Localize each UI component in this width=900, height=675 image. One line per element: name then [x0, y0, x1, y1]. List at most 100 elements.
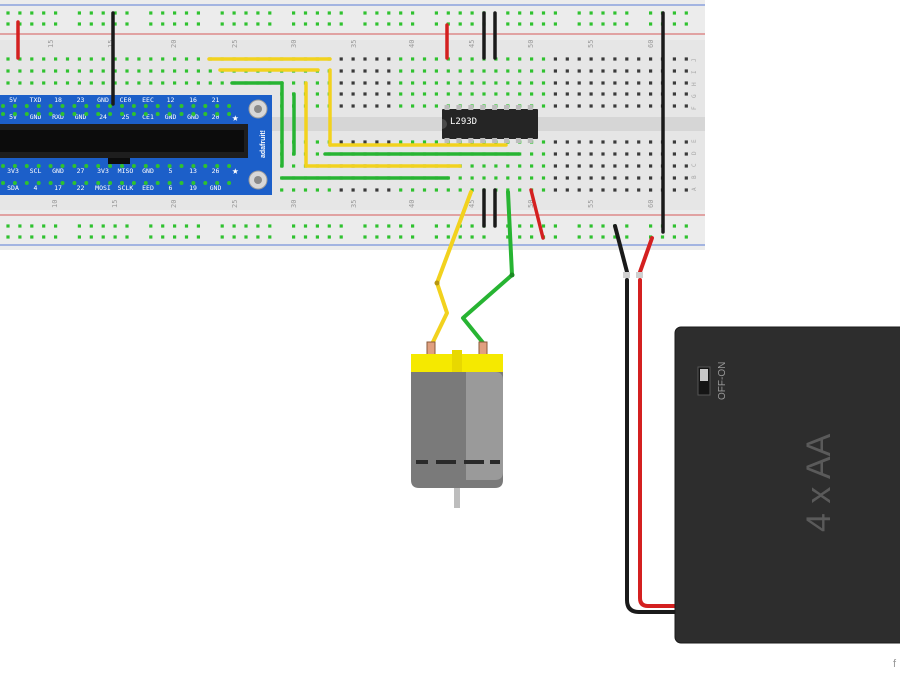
col-num-bottom-60: 60: [647, 200, 655, 208]
chip-pin: [480, 105, 486, 110]
breadboard-hole: [506, 92, 510, 96]
cobbler-pin: [203, 164, 208, 168]
cobbler-pin: [24, 181, 29, 185]
breadboard-hole: [125, 57, 129, 61]
breadboard-hole: [625, 224, 629, 228]
cobbler-pin: [167, 112, 172, 116]
row-letter-b: B: [691, 175, 698, 179]
cobbler-pin: [179, 164, 184, 168]
breadboard-hole: [196, 69, 200, 73]
breadboard-hole: [315, 152, 319, 156]
cobbler-pin-label: 4: [34, 184, 38, 192]
breadboard-hole: [42, 69, 46, 73]
breadboard-hole: [589, 224, 593, 228]
col-num-bottom-50: 50: [527, 200, 535, 208]
breadboard-hole: [577, 235, 581, 239]
breadboard-hole: [18, 69, 22, 73]
cobbler-pin-label: 18: [54, 96, 62, 104]
breadboard-hole: [196, 57, 200, 61]
motor-slot: [436, 460, 456, 464]
breadboard-hole: [434, 11, 438, 15]
breadboard-hole: [553, 176, 557, 180]
red-wire: [638, 236, 654, 274]
breadboard-hole: [506, 22, 510, 26]
breadboard-hole: [113, 235, 117, 239]
col-num-bottom-25: 25: [231, 200, 239, 208]
cobbler-pin-label: EED: [142, 184, 154, 192]
breadboard-hole: [494, 176, 498, 180]
breadboard-hole: [577, 104, 581, 108]
breadboard-hole: [577, 57, 581, 61]
breadboard-hole: [399, 81, 403, 85]
breadboard-hole: [208, 69, 212, 73]
breadboard-hole: [541, 224, 546, 228]
breadboard-hole: [375, 188, 379, 192]
cobbler-pin: [167, 104, 172, 108]
breadboard-hole: [77, 81, 81, 85]
breadboard-hole: [387, 188, 391, 192]
breadboard-hole: [660, 235, 665, 239]
breadboard-hole: [101, 224, 105, 228]
breadboard-hole: [434, 104, 438, 108]
breadboard-hole: [6, 81, 10, 85]
col-num-top-35: 35: [350, 40, 358, 48]
breadboard-hole: [577, 22, 581, 26]
col-num-top-30: 30: [290, 40, 298, 48]
breadboard-hole: [411, 140, 415, 144]
breadboard-hole: [470, 22, 474, 26]
breadboard-hole: [339, 188, 343, 192]
breadboard-hole: [196, 235, 200, 239]
cobbler-pin-label: 27: [77, 167, 85, 175]
breadboard-hole: [530, 224, 534, 228]
breadboard-hole: [601, 140, 605, 144]
breadboard-hole: [446, 69, 450, 73]
breadboard-hole: [530, 164, 534, 168]
chip-pin: [504, 138, 509, 143]
breadboard-hole: [601, 235, 605, 239]
breadboard-hole: [577, 164, 581, 168]
battery-leads: [613, 224, 724, 614]
col-num-top-55: 55: [587, 40, 595, 48]
breadboard-hole: [672, 224, 676, 228]
breadboard-hole: [375, 235, 379, 239]
breadboard-hole: [637, 188, 641, 192]
breadboard-hole: [553, 11, 557, 15]
row-letters: J I H G F E D C B A: [691, 58, 698, 191]
breadboard-hole: [149, 22, 153, 26]
breadboard-hole: [684, 164, 688, 168]
breadboard-hole: [411, 104, 415, 108]
breadboard-hole: [292, 81, 296, 85]
breadboard-hole: [446, 188, 450, 192]
breadboard-hole: [625, 176, 629, 180]
breadboard-hole: [399, 69, 403, 73]
breadboard-hole: [375, 22, 379, 26]
cobbler-pin-label: GND: [142, 167, 154, 175]
breadboard-hole: [482, 176, 486, 180]
breadboard-hole: [684, 92, 688, 96]
breadboard-hole: [530, 69, 534, 73]
breadboard-hole: [184, 81, 189, 85]
breadboard-hole: [518, 11, 522, 15]
cobbler-pin: [1, 104, 5, 108]
breadboard-hole: [101, 11, 105, 15]
breadboard-hole: [256, 224, 260, 228]
breadboard-hole: [363, 224, 367, 228]
breadboard-hole: [399, 104, 403, 108]
breadboard-hole: [54, 69, 58, 73]
breadboard-hole: [375, 57, 379, 61]
breadboard-hole: [565, 57, 569, 61]
breadboard-hole: [315, 104, 319, 108]
breadboard-hole: [589, 57, 593, 61]
breadboard-hole: [494, 81, 498, 85]
breadboard-hole: [196, 224, 200, 228]
breadboard-hole: [458, 69, 462, 73]
cobbler-pin-label: CE0: [120, 96, 132, 104]
cobbler-pin: [12, 181, 17, 185]
breadboard-hole: [303, 188, 308, 192]
breadboard-hole: [173, 224, 177, 228]
chip-pin: [515, 138, 521, 143]
cobbler-pin: [167, 164, 172, 168]
breadboard-hole: [494, 69, 498, 73]
breadboard-hole: [506, 176, 510, 180]
breadboard-hole: [339, 140, 343, 144]
